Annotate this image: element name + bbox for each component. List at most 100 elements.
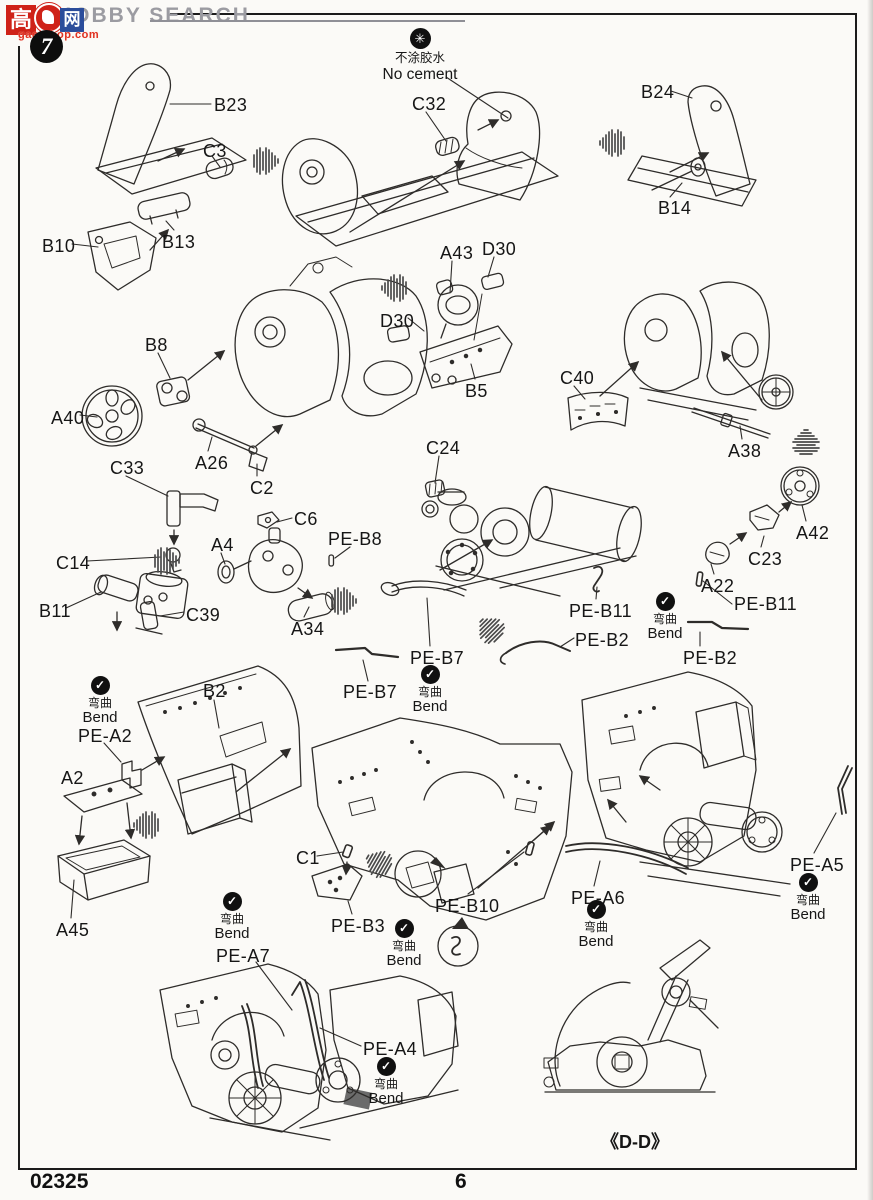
part-label-b24: B24 [641, 82, 675, 102]
direction-arrows [133, 129, 820, 882]
art-breech-assembly [380, 479, 642, 597]
section-view-label: 《D-D》 [601, 1132, 669, 1152]
part-label-pea7: PE-A7 [216, 946, 271, 966]
bend-text-en: Bend [368, 1090, 404, 1107]
part-label-c32: C32 [412, 94, 447, 114]
bend-text-cn: 弯曲 [219, 912, 244, 926]
bend-note-pea5: ✓ 弯曲 Bend [770, 873, 846, 923]
no-cement-icon: ✳ [409, 28, 431, 49]
watermark-logo-right: 网 [60, 8, 84, 32]
part-label-c14: C14 [56, 553, 91, 573]
part-label-peb10: PE-B10 [435, 896, 500, 916]
part-label-b11: B11 [39, 601, 71, 621]
bend-note-peb3: ✓ 弯曲 Bend [366, 919, 442, 969]
part-label-peb11-center: PE-B11 [569, 601, 633, 621]
art-a22-chain [686, 466, 820, 631]
part-label-peb8: PE-B8 [328, 529, 383, 549]
art-b24-bracket [627, 85, 757, 207]
part-label-a22: A22 [701, 576, 735, 596]
part-label-peb11-right: PE-B11 [734, 594, 798, 614]
part-label-pea6: PE-A6 [571, 888, 626, 908]
bend-note-pea2: ✓ 弯曲 Bend [62, 676, 138, 726]
part-label-c6: C6 [294, 509, 318, 529]
part-label-b13: B13 [162, 232, 196, 252]
art-b2-panel [57, 665, 302, 901]
part-label-a4: A4 [211, 535, 234, 555]
bend-text-cn: 弯曲 [417, 685, 442, 699]
bend-text-en: Bend [386, 952, 422, 969]
bend-text-en: Bend [214, 925, 250, 942]
art-center-panel [311, 717, 573, 967]
bend-text-cn: 弯曲 [373, 1077, 398, 1091]
part-label-peb3: PE-B3 [331, 916, 386, 936]
part-label-a40: A40 [51, 408, 85, 428]
art-mount-a40 [81, 256, 428, 472]
leader-lines [65, 76, 837, 1047]
bend-text-cn: 弯曲 [652, 612, 677, 626]
bend-icon: ✓ [655, 592, 675, 611]
part-label-d30-top: D30 [482, 239, 517, 259]
part-label-a42: A42 [796, 523, 830, 543]
part-label-pea4: PE-A4 [363, 1039, 418, 1059]
no-cement-text-en: No cement [382, 66, 458, 83]
bend-text-en: Bend [647, 625, 683, 642]
bend-text-cn: 弯曲 [795, 893, 820, 907]
art-cradle-assembly [281, 91, 559, 247]
part-label-c24: C24 [426, 438, 461, 458]
step-number-badge: 7 [30, 30, 63, 63]
part-label-b14: B14 [658, 198, 692, 218]
part-label-b5: B5 [465, 381, 488, 401]
bend-icon: ✓ [420, 665, 440, 684]
part-label-a26: A26 [195, 453, 229, 473]
watermark-brand-text: HOBBY SEARCH [56, 4, 250, 27]
part-label-c3: C3 [203, 141, 227, 161]
bend-text-cn: 弯曲 [391, 939, 416, 953]
bend-note-pea7: ✓ 弯曲 Bend [194, 892, 270, 942]
part-label-pea5: PE-A5 [790, 855, 845, 875]
part-label-c39: C39 [186, 605, 221, 625]
art-right-panel-gun [565, 671, 853, 897]
art-c33-column [93, 490, 219, 635]
bend-icon: ✓ [376, 1057, 396, 1076]
part-label-peb7-upper: PE-B7 [410, 648, 465, 668]
bend-text-cn: 弯曲 [87, 696, 112, 710]
watermark: HOBBY SEARCH 高 网 gao-shop.com [0, 0, 480, 50]
part-label-peb2-right: PE-B2 [683, 648, 738, 668]
bend-note-peb7: ✓ 弯曲 Bend [392, 665, 468, 715]
art-peb7-wire [334, 646, 400, 659]
bend-note-pea4: ✓ 弯曲 Bend [348, 1057, 424, 1107]
bend-note-pea6: ✓ 弯曲 Bend [558, 900, 634, 950]
part-label-c33: C33 [110, 458, 145, 478]
bend-note-peb2-right: ✓ 弯曲 Bend [627, 592, 703, 642]
part-label-peb2-center: PE-B2 [575, 630, 630, 650]
bend-text-cn: 弯曲 [583, 920, 608, 934]
art-valve-cluster [217, 511, 335, 622]
part-label-peb7-lower: PE-B7 [343, 682, 398, 702]
part-label-pea2: PE-A2 [78, 726, 133, 746]
bend-icon: ✓ [586, 900, 606, 919]
art-dd-section [543, 939, 719, 1093]
part-label-a38: A38 [728, 441, 762, 461]
watermark-logo-left: 高 [6, 5, 36, 35]
art-a43-group [386, 272, 513, 389]
part-label-b8: B8 [145, 335, 168, 355]
no-cement-text-cn: 不涂胶水 [394, 51, 445, 65]
bend-icon: ✓ [394, 919, 414, 938]
part-label-a2: A2 [61, 768, 84, 788]
bend-text-en: Bend [82, 709, 118, 726]
part-label-c2: C2 [250, 478, 274, 498]
part-label-c23: C23 [748, 549, 783, 569]
part-label-a43: A43 [440, 243, 474, 263]
art-b23-bracket [87, 63, 247, 291]
watermark-strike-line [150, 20, 465, 22]
bend-text-en: Bend [412, 698, 448, 715]
bend-icon: ✓ [222, 892, 242, 911]
bend-icon: ✓ [798, 873, 818, 892]
scan-edge-shadow [867, 0, 873, 1200]
art-c40-group [567, 281, 794, 439]
part-label-a45: A45 [56, 920, 90, 940]
bend-icon: ✓ [90, 676, 110, 695]
bend-text-en: Bend [790, 906, 826, 923]
no-cement-note: ✳ 不涂胶水 No cement [360, 28, 480, 83]
